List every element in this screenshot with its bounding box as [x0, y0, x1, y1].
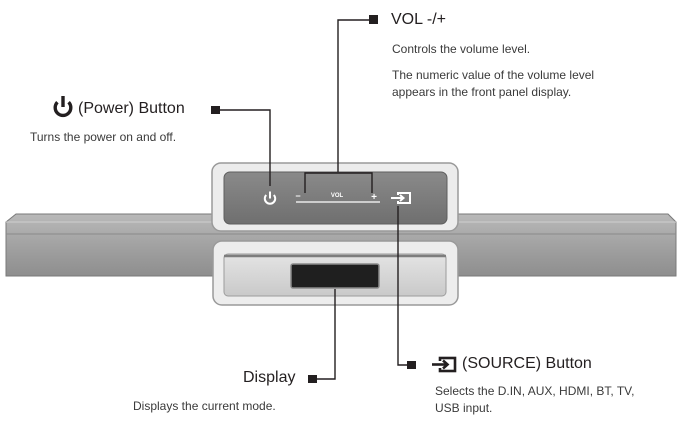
panel-vol-minus[interactable]: − — [295, 191, 300, 201]
power-icon — [53, 96, 73, 118]
display-title: Display — [243, 369, 296, 386]
vol-marker — [369, 15, 378, 24]
source-leader-line — [397, 206, 410, 366]
panel-volume-control[interactable] — [296, 194, 380, 203]
panel-source-button[interactable] — [391, 192, 411, 204]
vol-desc-line2b: appears in the front panel display. — [392, 85, 572, 99]
source-desc-line2: USB input. — [435, 401, 493, 415]
display-window — [290, 263, 380, 289]
panel-power-button[interactable] — [263, 191, 277, 205]
power-leader-line — [220, 109, 271, 186]
source-title: (SOURCE) Button — [462, 355, 592, 372]
display-marker — [308, 375, 317, 383]
top-control-panel — [211, 162, 459, 232]
power-marker — [211, 106, 220, 114]
display-leader-line — [315, 289, 336, 380]
panel-vol-label: VOL — [331, 193, 344, 199]
vol-leader-line — [337, 19, 370, 172]
vol-desc-line1: Controls the volume level. — [392, 42, 531, 56]
vol-title: VOL -/+ — [391, 11, 446, 28]
power-desc: Turns the power on and off. — [30, 130, 177, 144]
leader-lines — [220, 19, 410, 380]
source-marker — [407, 361, 416, 369]
display-desc: Displays the current mode. — [133, 399, 276, 413]
vol-desc-line2a: The numeric value of the volume level — [392, 68, 595, 82]
power-title: (Power) Button — [78, 100, 185, 117]
panel-vol-plus[interactable]: + — [371, 192, 377, 203]
source-desc-line1: Selects the D.IN, AUX, HDMI, BT, TV, — [435, 384, 635, 398]
source-icon — [432, 356, 457, 373]
vol-bracket — [304, 172, 373, 193]
